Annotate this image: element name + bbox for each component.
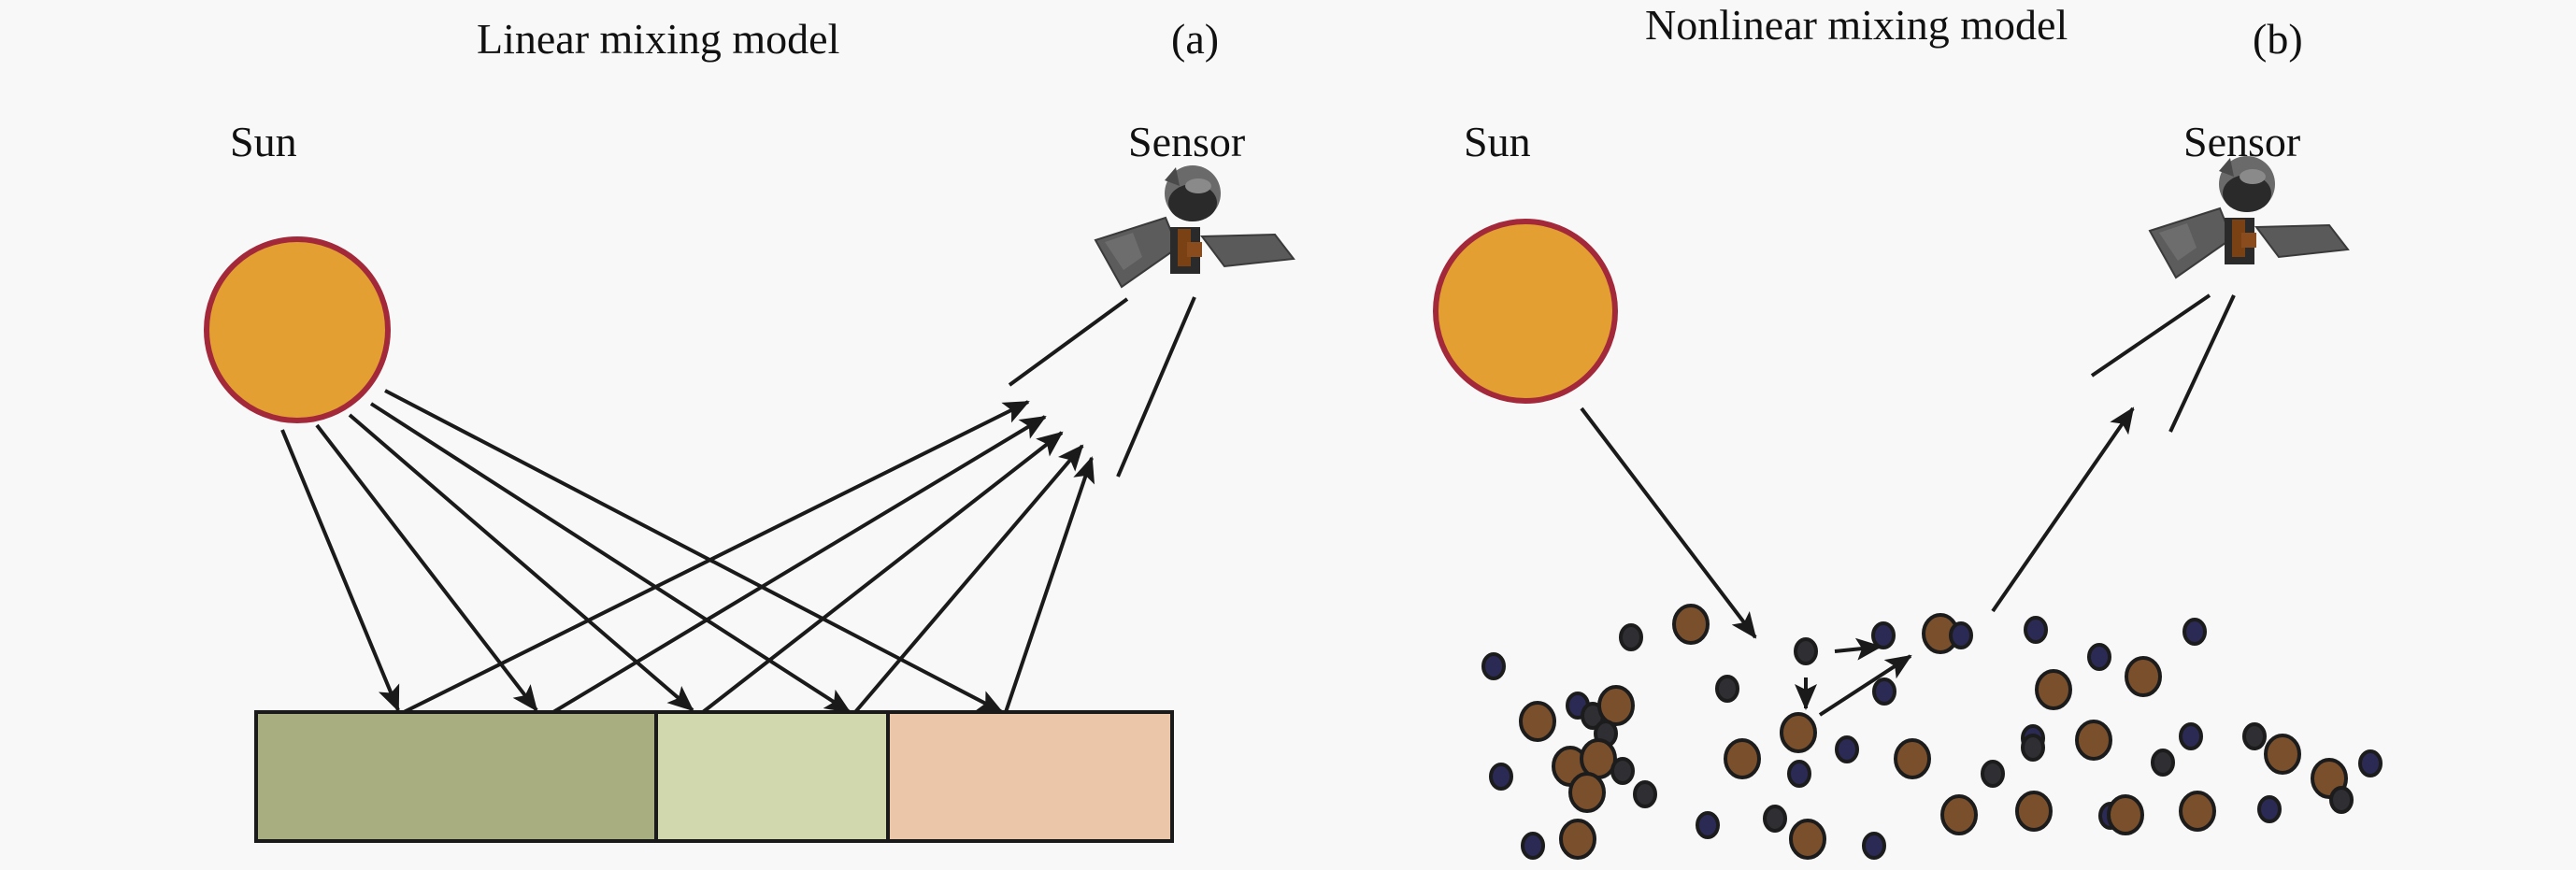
large-brown-particle [1580,738,1617,779]
panel-b-title: Nonlinear mixing model [1645,1,2068,49]
reflected-ray [1991,406,2135,613]
small-dark-particle [1981,760,2005,788]
panel-b: Nonlinear mixing model (b) Sun Sensor [1433,1,2383,860]
scattering-rays [1580,293,2236,717]
large-brown-particle [1780,712,1817,753]
scattered-ray [1818,654,1912,717]
small-dark-particle [2242,722,2267,750]
small-dark-particle [1794,637,1818,665]
large-brown-particle [2125,656,2162,697]
small-blue-particle [1696,811,1720,839]
small-dark-particle [1610,757,1635,785]
endmember-3-patch [886,710,1174,843]
panel-a-title: Linear mixing model [477,15,839,63]
small-dark-particle [1763,805,1787,833]
reflected-ray [853,444,1084,714]
incident-ray [1580,406,1757,639]
small-dark-particle [1633,780,1657,808]
large-brown-particle [1672,604,1710,645]
sensor-beam-line [1116,296,1196,478]
large-brown-particle [1724,738,1761,779]
endmember-1-patch [254,710,658,843]
reflected-ray [551,415,1047,714]
small-blue-particle [2257,795,2282,823]
small-blue-particle [2024,616,2048,644]
small-dark-particle [2329,786,2354,814]
small-blue-particle [2358,749,2383,777]
large-brown-particle [1559,819,1596,860]
particle-mixture [1481,604,2383,860]
incident-ray [280,429,400,712]
large-brown-particle [2264,734,2301,775]
panel-a-sensor-label: Sensor [1128,118,1245,165]
small-blue-particle [2182,618,2207,646]
small-blue-particle [1481,652,1506,680]
small-blue-particle [1521,832,1545,860]
sun-icon [204,236,391,423]
large-brown-particle [1789,819,1826,860]
small-blue-particle [1949,621,1973,649]
small-blue-particle [1489,763,1513,791]
sensor-beam-line [1008,297,1129,387]
endmember-strip [254,710,1174,843]
large-brown-particle [1894,738,1931,779]
incident-ray [348,413,694,712]
endmember-2-patch [654,710,890,843]
large-brown-particle [1568,772,1606,813]
small-blue-particle [1862,832,1886,860]
panel-b-sun-label: Sun [1464,118,1531,165]
large-brown-particle [2179,791,2216,832]
large-brown-particle [2015,791,2053,832]
small-dark-particle [1619,623,1643,651]
satellite-icon [1095,164,1295,288]
small-blue-particle [2087,643,2111,671]
large-brown-particle [2107,794,2144,835]
panel-a: Linear mixing model (a) Sun Sensor [204,15,1295,843]
large-brown-particle [1519,701,1556,742]
panel-a-sun-label: Sun [230,118,297,165]
large-brown-particle [1597,685,1635,726]
small-blue-particle [1787,760,1811,788]
scattered-ray [1834,637,1882,661]
sun-icon [1433,219,1618,404]
small-dark-particle [2021,734,2045,762]
sensor-beam-line [2168,294,2236,433]
satellite-icon [2149,155,2349,278]
incident-ray [369,402,852,714]
large-brown-particle [2075,720,2112,761]
panel-a-tag: (a) [1171,15,1219,63]
reflected-rays [403,296,1196,714]
reflected-ray [701,431,1064,714]
small-dark-particle [2151,749,2175,777]
incident-ray [315,423,538,712]
small-blue-particle [2179,722,2203,750]
large-brown-particle [2035,669,2072,710]
small-dark-particle [1715,675,1739,703]
reflected-ray [1004,456,1095,713]
reflected-ray [403,400,1030,714]
panel-b-tag: (b) [2253,15,2303,63]
small-blue-particle [1871,621,1896,649]
small-blue-particle [1872,677,1896,706]
small-blue-particle [1835,735,1859,763]
sensor-beam-line [2090,293,2211,378]
large-brown-particle [1940,794,1978,835]
